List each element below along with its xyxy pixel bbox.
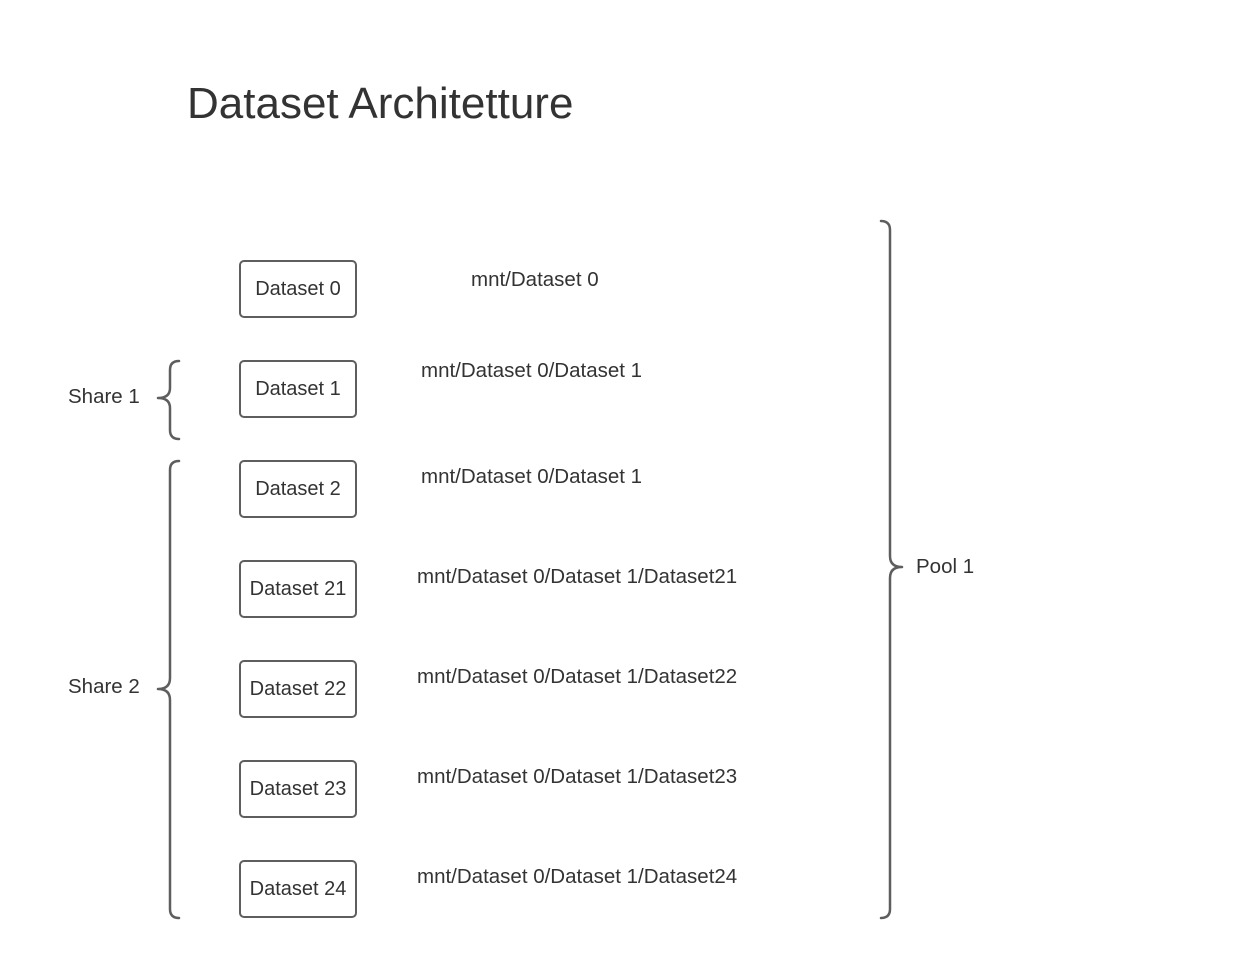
dataset-box-23: Dataset 23 bbox=[239, 760, 357, 818]
dataset-path-1: mnt/Dataset 0/Dataset 1 bbox=[421, 359, 643, 382]
dataset-box-21: Dataset 21 bbox=[239, 560, 357, 618]
dataset-box-24: Dataset 24 bbox=[239, 860, 357, 918]
share-1-label: Share 1 bbox=[68, 385, 140, 408]
dataset-path-0: mnt/Dataset 0 bbox=[471, 268, 599, 291]
dataset-box-0: Dataset 0 bbox=[239, 260, 357, 318]
dataset-path-24: mnt/Dataset 0/Dataset 1/Dataset24 bbox=[417, 865, 738, 888]
dataset-box-1: Dataset 1 bbox=[239, 360, 357, 418]
share-1-brace bbox=[156, 359, 181, 441]
dataset-path-22: mnt/Dataset 0/Dataset 1/Dataset22 bbox=[417, 665, 738, 688]
diagram-title: Dataset Architetture bbox=[187, 79, 574, 128]
dataset-box-22: Dataset 22 bbox=[239, 660, 357, 718]
pool-1-brace bbox=[879, 219, 904, 920]
pool-1-label: Pool 1 bbox=[916, 555, 975, 578]
dataset-box-2: Dataset 2 bbox=[239, 460, 357, 518]
dataset-path-2: mnt/Dataset 0/Dataset 1 bbox=[421, 465, 643, 488]
share-2-brace bbox=[156, 459, 181, 920]
dataset-path-23: mnt/Dataset 0/Dataset 1/Dataset23 bbox=[417, 765, 738, 788]
dataset-path-21: mnt/Dataset 0/Dataset 1/Dataset21 bbox=[417, 565, 738, 588]
share-2-label: Share 2 bbox=[68, 675, 140, 698]
